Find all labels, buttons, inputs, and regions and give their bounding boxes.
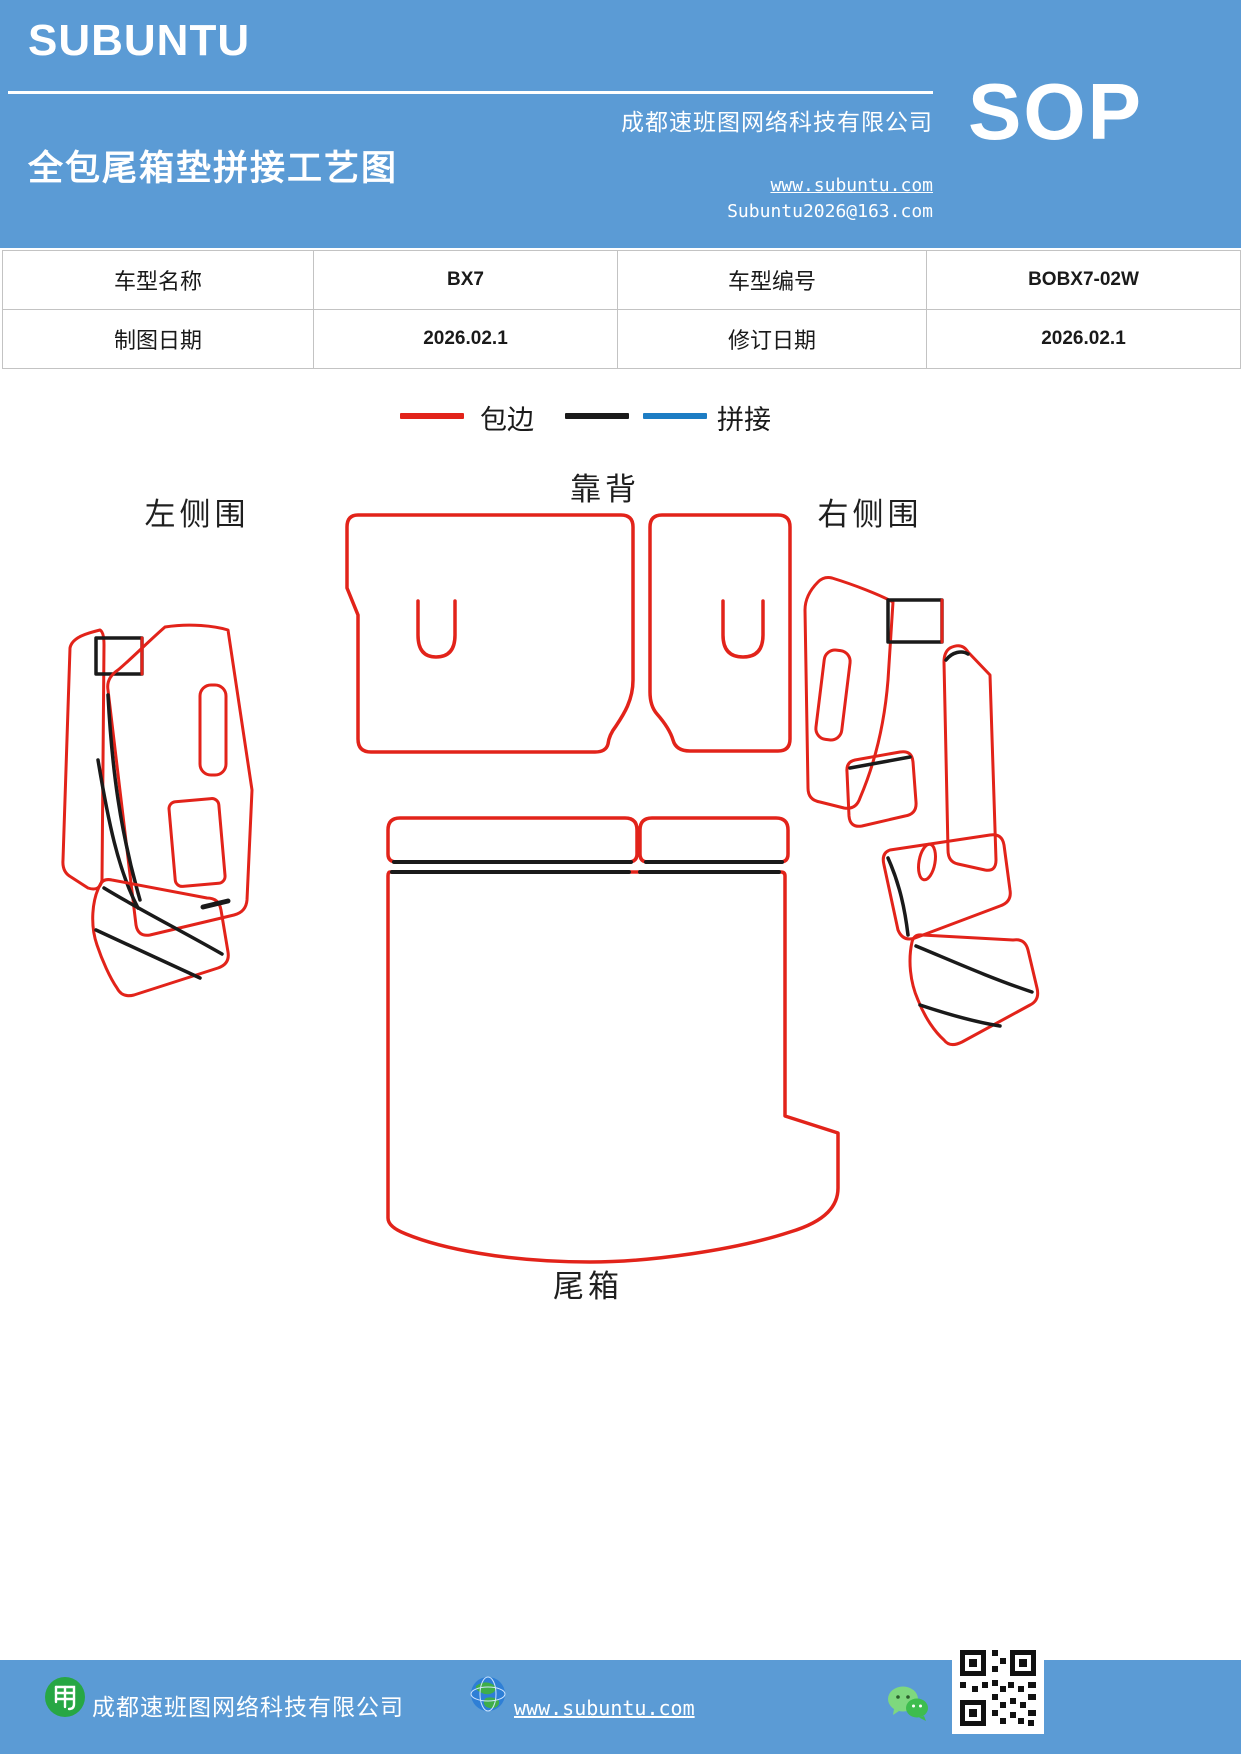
qr-code xyxy=(952,1642,1044,1734)
right-fan-seam-2 xyxy=(918,1003,1002,1028)
right-bottom-fan-piece xyxy=(908,933,1040,1047)
wechat-icon xyxy=(886,1684,930,1729)
left-side-group xyxy=(61,623,254,998)
brand-logo-text: SUBUNTU xyxy=(28,16,251,65)
backrest-right-headrest-slot xyxy=(721,599,765,659)
left-main-slot xyxy=(198,683,228,777)
left-fan-seam-1 xyxy=(102,886,224,956)
footer-website-link[interactable]: www.subuntu.com xyxy=(514,1696,695,1720)
edge-binding-label: 包边 xyxy=(480,405,534,435)
header-email: Subuntu2026@163.com xyxy=(727,201,933,222)
right-top-splice-box xyxy=(886,598,944,644)
footer-banner: 成都速班图网络科技有限公司 www.subuntu.com xyxy=(0,1642,1241,1754)
right-middle-top-seam xyxy=(848,755,912,770)
model-code-value: BOBX7-02W xyxy=(927,251,1240,310)
footer-company-name: 成都速班图网络科技有限公司 xyxy=(92,1695,404,1720)
backrest-left-piece xyxy=(345,513,635,754)
edge-binding-swatch xyxy=(400,413,464,419)
left-main-piece xyxy=(106,623,254,937)
right-strip-top-seam xyxy=(944,650,970,662)
right-main-piece xyxy=(803,576,895,810)
page-title: 全包尾箱垫拼接工艺图 xyxy=(28,149,399,188)
revise-date-label: 修订日期 xyxy=(618,310,927,368)
right-lower-left-seam xyxy=(886,856,910,937)
revise-date-value: 2026.02.1 xyxy=(1041,328,1126,349)
left-fan-seam-2 xyxy=(94,928,202,980)
trunk-strips-group xyxy=(386,816,790,864)
trunk-body-outline xyxy=(386,870,840,1264)
header-website-link[interactable]: www.subuntu.com xyxy=(770,175,933,196)
model-name-value: BX7 xyxy=(314,251,618,310)
backrest-left-headrest-slot xyxy=(416,599,457,659)
trunk-label: 尾箱 xyxy=(553,1269,623,1304)
splice-label: 拼接 xyxy=(717,405,771,435)
left-stitch-seam-2 xyxy=(96,758,140,910)
right-strip-piece xyxy=(942,644,998,872)
cut-pattern-drawing: 靠背 左侧围 右侧围 尾箱 xyxy=(61,472,1040,1304)
trunk-body-group xyxy=(386,870,840,1264)
left-bottom-fan-piece xyxy=(91,878,230,998)
vehicle-info-table: 车型名称 BX7 车型编号 BOBX7-02W 制图日期 2026.02.1 修… xyxy=(2,250,1241,369)
header-banner: SUBUNTU 全包尾箱垫拼接工艺图 成都速班图网络科技有限公司 www.sub… xyxy=(0,0,1241,248)
right-teardrop-cutout xyxy=(917,842,937,882)
trunk-strip-right xyxy=(638,816,790,864)
right-main-slot xyxy=(814,648,852,742)
backrest-right-piece xyxy=(648,513,792,753)
left-stitch-seam-1 xyxy=(106,693,142,902)
right-middle-piece xyxy=(845,750,918,828)
model-name-label: 车型名称 xyxy=(3,251,314,310)
splice-blue-swatch xyxy=(643,413,707,419)
backrest-label: 靠背 xyxy=(570,472,640,507)
splice-black-swatch xyxy=(565,413,629,419)
right-side-group xyxy=(803,576,1040,1047)
right-lower-piece xyxy=(881,833,1012,941)
backrest-group xyxy=(345,513,792,754)
draw-date-value: 2026.02.1 xyxy=(314,310,618,368)
trunk-strip-left xyxy=(386,816,639,864)
header-divider xyxy=(8,91,933,94)
right-side-label: 右侧围 xyxy=(818,497,923,532)
draw-date-label: 制图日期 xyxy=(3,310,314,368)
model-code-label: 车型编号 xyxy=(618,251,927,310)
right-fan-seam-1 xyxy=(914,944,1034,994)
globe-icon xyxy=(470,1676,506,1717)
company-logo xyxy=(44,1676,86,1723)
header-company-name: 成都速班图网络科技有限公司 xyxy=(621,110,933,135)
legend: 包边 拼接 xyxy=(0,398,1241,440)
doc-code-sop: SOP xyxy=(968,67,1143,156)
left-side-label: 左侧围 xyxy=(145,497,250,532)
left-main-cutout xyxy=(167,797,227,888)
left-short-tick xyxy=(200,898,231,910)
